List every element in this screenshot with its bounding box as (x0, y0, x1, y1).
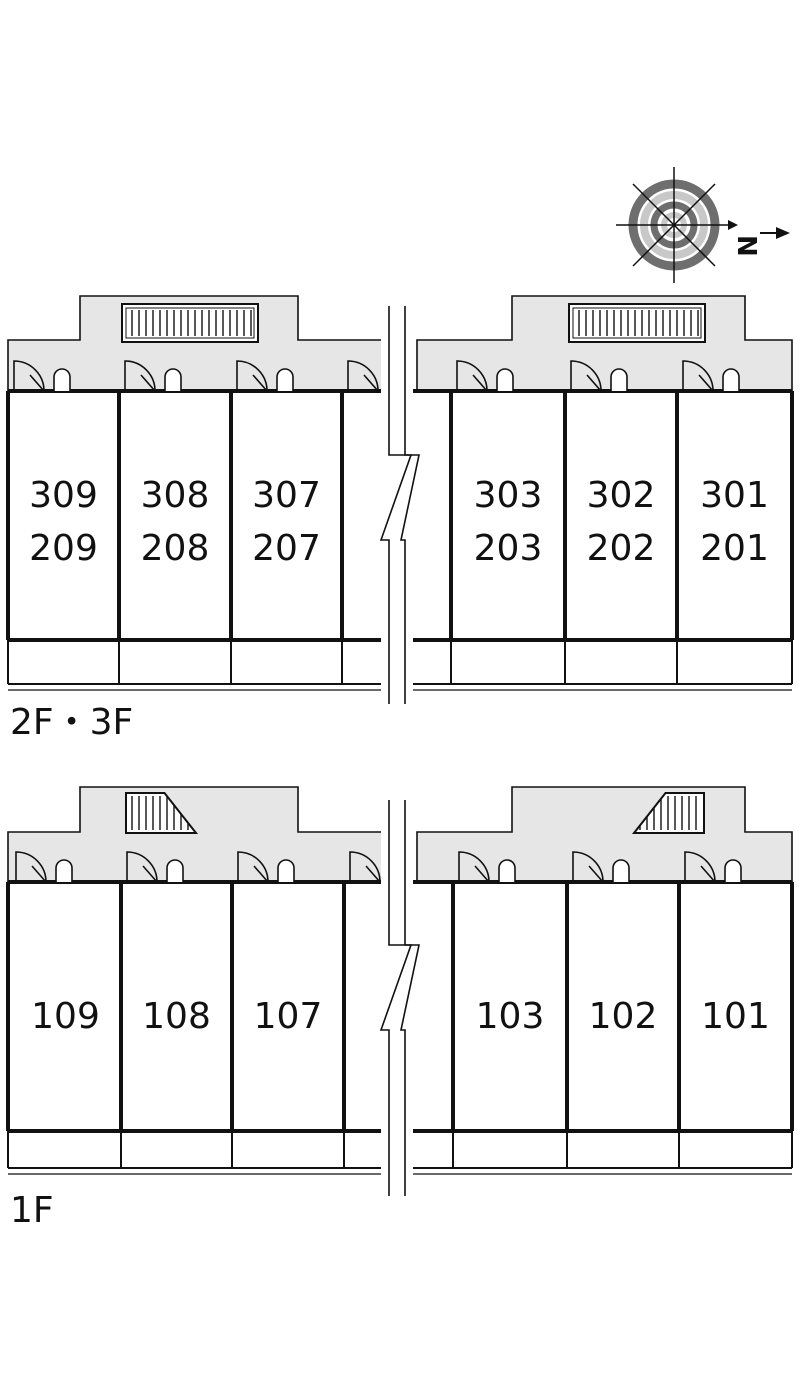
unit-number: 207 (252, 528, 321, 569)
floor-1f: 109 108 107 103 102 101 1F (6, 786, 794, 1231)
staircase-icon (631, 792, 705, 834)
compass-rose-icon (616, 167, 790, 283)
unit-number: 109 (31, 996, 100, 1037)
door-icon (572, 851, 630, 883)
door-icon (124, 360, 182, 392)
floor-2f-3f: 309 209 308 208 307 207 303 203 302 202 301 201 2F・3… (6, 295, 794, 743)
unit-number: 307 (252, 475, 321, 516)
unit-number: 208 (141, 528, 210, 569)
door-icon (682, 360, 740, 392)
staircase-icon (568, 303, 706, 343)
unit-number: 303 (474, 475, 543, 516)
unit-number: 302 (587, 475, 656, 516)
floor-label: 2F・3F (10, 702, 133, 743)
unit-number: 309 (29, 475, 98, 516)
unit-number: 101 (701, 996, 770, 1037)
unit-number: 107 (254, 996, 323, 1037)
door-icon (456, 360, 514, 392)
floor-label: 1F (10, 1190, 54, 1231)
break-symbol (379, 306, 420, 704)
door-icon (570, 360, 628, 392)
compass-north-label: N (731, 235, 761, 257)
door-icon (126, 851, 184, 883)
unit-number: 308 (141, 475, 210, 516)
unit-number: 201 (700, 528, 769, 569)
unit-number: 103 (476, 996, 545, 1037)
break-symbol (379, 800, 420, 1196)
unit-number: 209 (29, 528, 98, 569)
unit-number: 102 (589, 996, 658, 1037)
unit-number: 108 (142, 996, 211, 1037)
door-icon (236, 360, 294, 392)
unit-number: 301 (700, 475, 769, 516)
unit-number: 203 (474, 528, 543, 569)
door-icon (684, 851, 742, 883)
staircase-icon (125, 792, 199, 834)
unit-number: 202 (587, 528, 656, 569)
door-icon (237, 851, 295, 883)
door-icon (15, 851, 73, 883)
door-icon (13, 360, 71, 392)
door-icon (458, 851, 516, 883)
staircase-icon (121, 303, 259, 343)
